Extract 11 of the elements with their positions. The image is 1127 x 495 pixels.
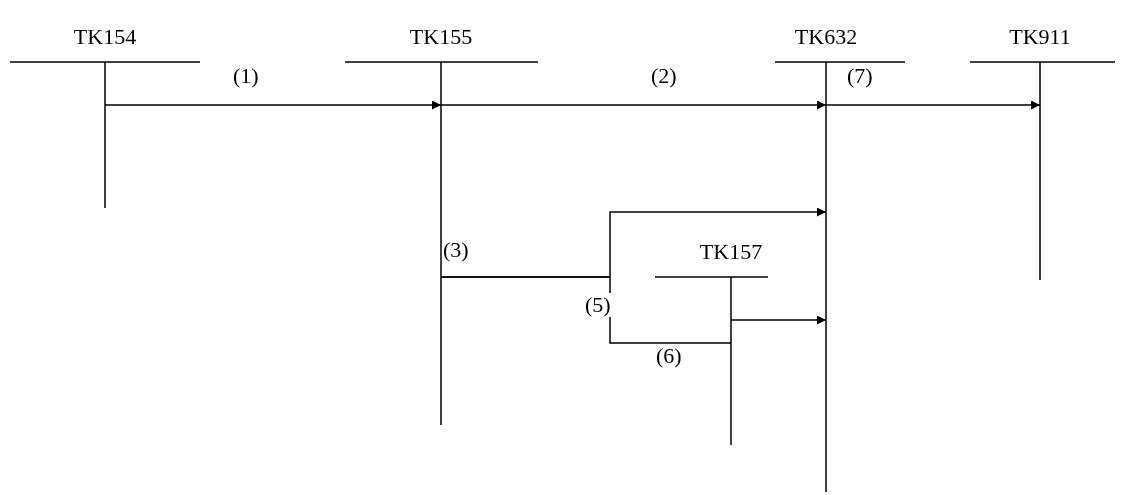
arrow	[440, 100, 827, 110]
account-title: TK632	[794, 24, 858, 50]
arrow	[730, 315, 827, 325]
account-title: TK157	[699, 239, 763, 265]
step-number: (5)	[584, 293, 612, 317]
arrow	[825, 100, 1041, 110]
connector-line	[440, 276, 732, 344]
account-title: TK154	[73, 24, 137, 50]
account-title: TK155	[409, 24, 473, 50]
arrow	[104, 100, 442, 110]
account-title: TK911	[1009, 24, 1071, 50]
